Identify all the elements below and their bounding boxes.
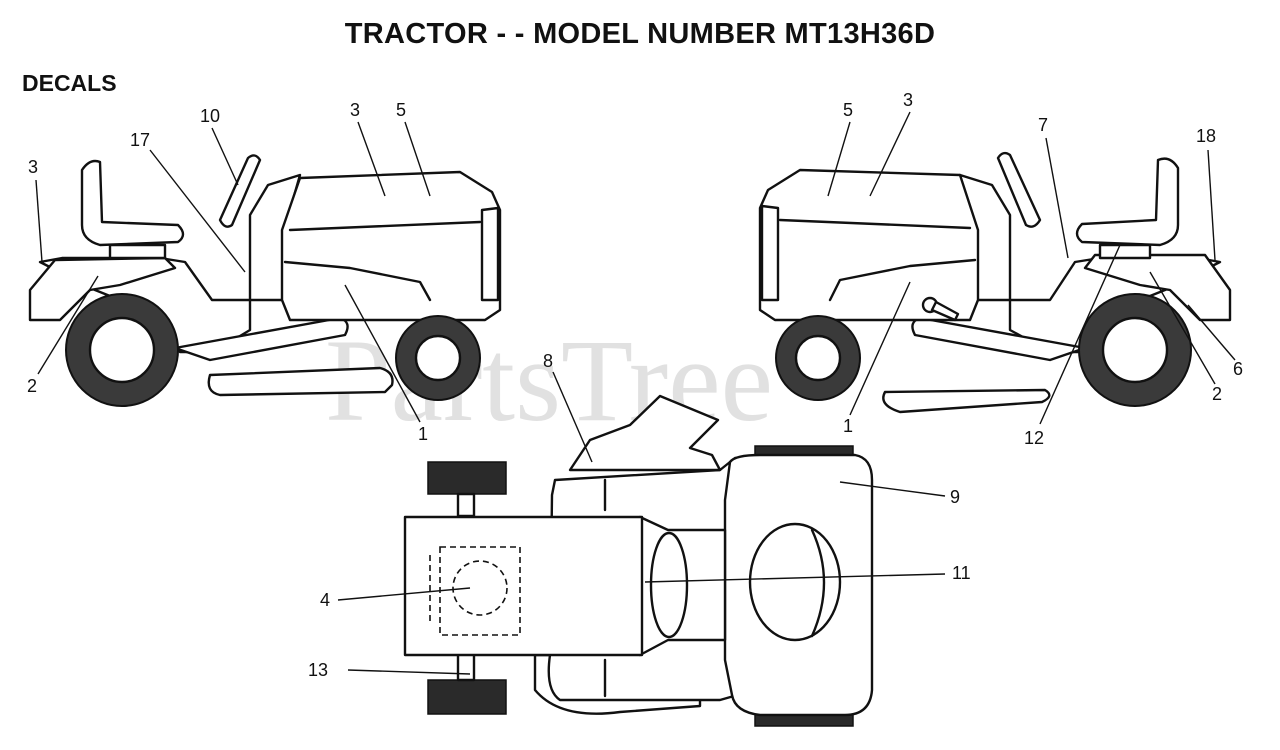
callout-17-left: 17: [130, 130, 150, 150]
top-rear-tire-upper: [427, 461, 507, 495]
callout-2-left: 2: [27, 376, 37, 396]
right-hood: [758, 168, 980, 322]
tractor-top-view: [403, 394, 874, 727]
left-callouts: 3 17 10 3 5 2 1: [27, 100, 431, 444]
callout-11-top: 11: [952, 563, 971, 583]
right-seat: [1075, 157, 1180, 247]
right-seat-base: [1098, 243, 1152, 260]
left-hood: [280, 170, 502, 322]
right-steering-wheel: [996, 151, 1042, 228]
right-callouts: 5 3 7 18 6 2 12 1: [827, 90, 1243, 448]
left-mower-deck: [207, 366, 394, 397]
callout-1-right: 1: [843, 416, 853, 436]
callout-3-left-fender: 3: [28, 157, 38, 177]
right-hood-line: [778, 218, 972, 230]
callout-2-right: 2: [1212, 384, 1222, 404]
callout-9-top: 9: [950, 487, 960, 507]
diagram-title: TRACTOR - - MODEL NUMBER MT13H36D: [344, 18, 936, 50]
callout-5-right: 5: [843, 100, 853, 120]
right-mower-deck: [882, 388, 1051, 414]
left-seat-base: [108, 243, 167, 260]
callout-4-top: 4: [320, 590, 330, 610]
top-discharge-chute: [568, 394, 722, 472]
callout-12-right: 12: [1024, 428, 1044, 448]
callout-18-right: 18: [1196, 126, 1216, 146]
callout-3-right: 3: [903, 90, 913, 110]
top-rear-tire-lower: [427, 679, 507, 715]
right-grille: [760, 204, 780, 302]
top-rear-axle-upper: [456, 492, 476, 518]
tractor-left-side-view: [28, 154, 502, 407]
right-lift-lever: [930, 300, 960, 322]
right-rear-rim: [1101, 316, 1169, 384]
section-label: DECALS: [22, 70, 117, 96]
callout-13-top: 13: [308, 660, 328, 680]
callout-3-left-hood: 3: [350, 100, 360, 120]
top-steering-wheel: [649, 531, 689, 639]
left-rear-fender: [28, 256, 177, 322]
left-steering-wheel: [218, 154, 262, 228]
top-seat: [403, 515, 644, 657]
callout-5-left: 5: [396, 100, 406, 120]
top-hood-oval: [748, 522, 842, 642]
left-hood-line: [288, 220, 482, 232]
top-callouts: 8 9 11 4 13: [308, 351, 971, 680]
callout-8-top: 8: [543, 351, 553, 371]
top-seat-decal-circle: [452, 560, 508, 616]
left-rear-rim: [88, 316, 156, 384]
callout-1-left: 1: [418, 424, 428, 444]
left-grille: [480, 206, 500, 302]
left-hood-side-panel: [283, 260, 432, 302]
right-hood-side-panel: [828, 258, 977, 302]
callout-10-left: 10: [200, 106, 220, 126]
callout-6-right: 6: [1233, 359, 1243, 379]
top-rear-axle-lower: [456, 652, 476, 682]
right-front-rim: [794, 334, 842, 382]
left-front-rim: [414, 334, 462, 382]
right-rear-fender: [1083, 253, 1232, 322]
left-seat: [80, 159, 185, 247]
callout-7-right: 7: [1038, 115, 1048, 135]
tractor-right-side-view: [758, 151, 1232, 414]
